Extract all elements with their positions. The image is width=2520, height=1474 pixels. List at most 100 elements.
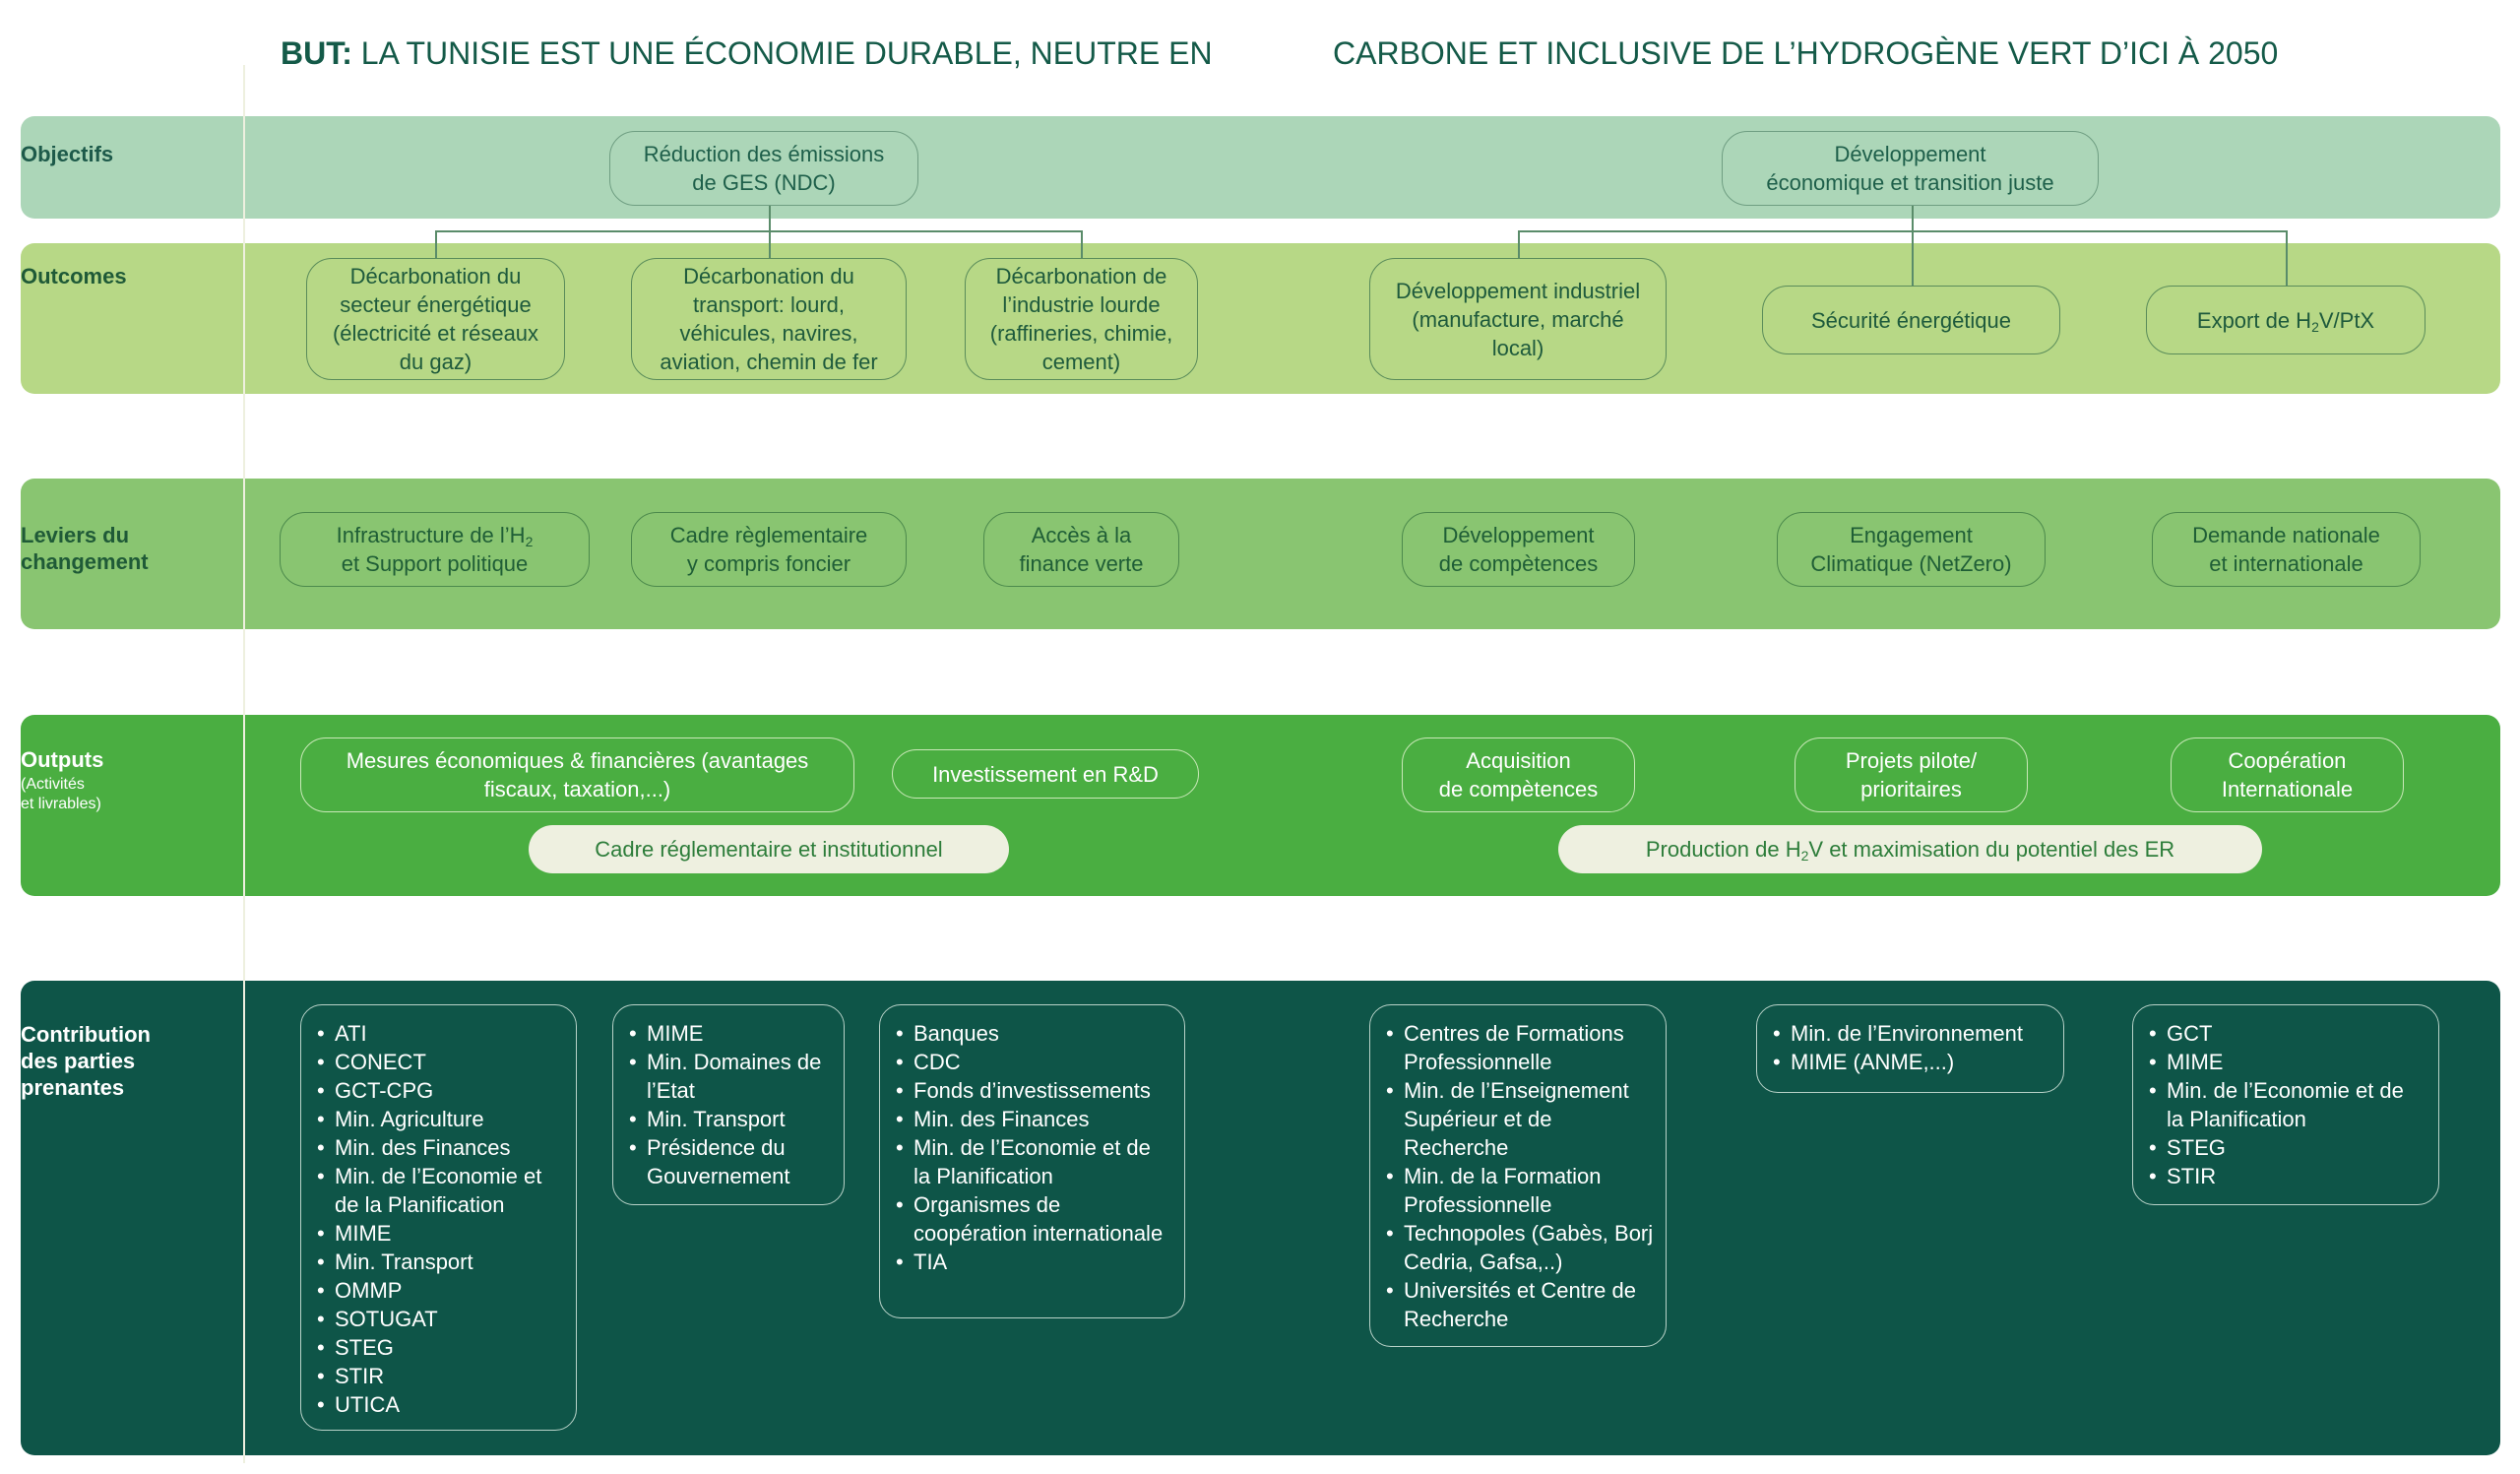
outcome-export-text-after: V/PtX [2318,307,2375,333]
connector-out5 [1912,230,1914,286]
objectif-1-line2: de GES (NDC) [692,170,836,195]
levier-6-line1: Demande nationale [2192,523,2380,547]
stakeholder-list-4: Centres de Formations ProfessionnelleMin… [1386,1019,1654,1333]
levier-1-line2: et Support politique [341,551,529,576]
outcome-energie: Décarbonation du secteur énergétique (él… [306,258,565,380]
stakeholder-item: Min. de l’Economie et de la Planificatio… [317,1162,564,1219]
stakeholder-list-3: BanquesCDCFonds d’investissementsMin. de… [896,1019,1172,1276]
levier-finance: Accès à la finance verte [983,512,1179,587]
stakeholder-item: Min. Transport [317,1248,564,1276]
connector-out3 [1081,230,1083,259]
stakeholder-item: GCT-CPG [317,1076,564,1105]
levier-2-line1: Cadre règlementaire [669,523,868,547]
stakeholder-item: Min. des Finances [317,1133,564,1162]
pill-cadre-institutionnel: Cadre réglementaire et institutionnel [529,825,1009,873]
levier-1-sub: 2 [525,534,534,549]
stakeholder-list-1: ATICONECTGCT-CPGMin. AgricultureMin. des… [317,1019,564,1419]
stakeholders-label-line1: Contribution [21,1022,151,1047]
levier-6-line2: et internationale [2209,551,2363,576]
objectif-2-line2: économique et transition juste [1766,170,2054,195]
levier-3-line1: Accès à la [1031,523,1132,547]
outcome-export-sub: 2 [2311,318,2319,335]
levier-demande: Demande nationale et internationale [2152,512,2421,587]
levier-cadre: Cadre règlementaire y compris foncier [631,512,907,587]
connector-out4 [1518,230,1520,259]
outcome-industrie: Décarbonation de l’industrie lourde (raf… [965,258,1198,380]
stakeholders-label: Contribution des parties prenantes [21,1021,151,1101]
goal-text-part2: CARBONE ET INCLUSIVE DE L’HYDROGÈNE VERT… [1333,35,2279,71]
stakeholder-item: Min. Agriculture [317,1105,564,1133]
outputs-label: Outputs (Activités et livrables) [21,746,103,814]
output-projets: Projets pilote/prioritaires [1795,737,2028,812]
levier-1-line1: Infrastructure de l’H [336,523,526,547]
label-divider [243,65,245,1463]
stakeholder-item: UTICA [317,1390,564,1419]
stakeholder-item: Banques [896,1019,1172,1048]
stakeholder-item: Min. des Finances [896,1105,1172,1133]
stakeholder-group-6: GCTMIMEMin. de l’Economie et de la Plani… [2132,1004,2439,1205]
stakeholder-item: Centres de Formations Professionnelle [1386,1019,1654,1076]
output-4-line1: Projets pilote/ [1845,748,1978,773]
stakeholder-item: Présidence du Gouvernement [629,1133,832,1190]
objectif-1-line1: Réduction des émissions [643,142,885,166]
connector-obj1-stem [769,205,771,230]
stakeholder-group-3: BanquesCDCFonds d’investissementsMin. de… [879,1004,1185,1318]
outputs-sublabel-line2: et livrables) [21,796,101,812]
stakeholder-group-2: MIMEMin. Domaines de l’EtatMin. Transpor… [612,1004,845,1205]
outcome-export-text-before: Export de H [2196,307,2312,333]
goal-text-part1: LA TUNISIE EST UNE ÉCONOMIE DURABLE, NEU… [360,35,1213,71]
levier-2-line2: y compris foncier [686,551,851,576]
outputs-label-main: Outputs [21,747,104,772]
output-3-line1: Acquisition [1466,748,1571,773]
connector-out1 [435,230,437,259]
stakeholder-item: Min. Transport [629,1105,832,1133]
levier-5-line2: Climatique (NetZero) [1810,551,2012,576]
stakeholder-item: CONECT [317,1048,564,1076]
stakeholder-item: TIA [896,1248,1172,1276]
levier-3-line2: finance verte [1019,551,1144,576]
outcome-export: Export de H2V/PtX [2146,286,2426,354]
stakeholder-list-2: MIMEMin. Domaines de l’EtatMin. Transpor… [629,1019,832,1190]
objectif-ges-reduction: Réduction des émissions de GES (NDC) [609,131,918,206]
outputs-sublabel-line1: (Activités [21,776,85,793]
stakeholder-item: Min. de l’Economie et de la Planificatio… [896,1133,1172,1190]
objectifs-label: Objectifs [21,142,114,166]
stakeholder-item: MIME [317,1219,564,1248]
stakeholders-label-line2: des parties [21,1049,136,1073]
leviers-band [21,479,2500,629]
leviers-label-line2: changement [21,549,149,574]
stakeholder-item: Min. de l’Environnement [1773,1019,2051,1048]
outputs-sublabel: (Activités et livrables) [21,775,103,814]
pill-production-h2v: Production de H2V et maximisation du pot… [1558,825,2262,873]
stakeholder-item: STEG [317,1333,564,1362]
stakeholder-item: STEG [2149,1133,2426,1162]
stakeholder-item: STIR [317,1362,564,1390]
pill-2-text-after: V et maximisation du potentiel des ER [1808,836,2175,862]
stakeholder-item: MIME (ANME,...) [1773,1048,2051,1076]
stakeholder-item: Min. de l’Enseignement Supérieur et de R… [1386,1076,1654,1162]
levier-4-line2: de compètences [1438,551,1599,576]
connector-obj2-bar [1518,230,2288,232]
stakeholder-item: SOTUGAT [317,1305,564,1333]
stakeholder-group-5: Min. de l’EnvironnementMIME (ANME,...) [1756,1004,2064,1093]
output-1-line1: Mesures économiques & financières (avant… [346,748,809,773]
stakeholder-group-1: ATICONECTGCT-CPGMin. AgricultureMin. des… [300,1004,577,1431]
goal-title-left: BUT: LA TUNISIE EST UNE ÉCONOMIE DURABLE… [281,35,1213,72]
connector-obj2-stem [1912,205,1914,230]
stakeholders-label-line3: prenantes [21,1075,125,1100]
output-5-line1: Coopération [2228,748,2347,773]
connector-out2 [769,230,771,259]
leviers-label: Leviers du changement [21,522,149,575]
stakeholder-item: ATI [317,1019,564,1048]
outcomes-band [21,243,2500,394]
levier-infrastructure: Infrastructure de l’H2 et Support politiq… [280,512,590,587]
stakeholder-item: MIME [629,1019,832,1048]
stakeholder-item: Universités et Centre de Recherche [1386,1276,1654,1333]
outcomes-label: Outcomes [21,264,127,288]
stakeholder-item: MIME [2149,1048,2426,1076]
